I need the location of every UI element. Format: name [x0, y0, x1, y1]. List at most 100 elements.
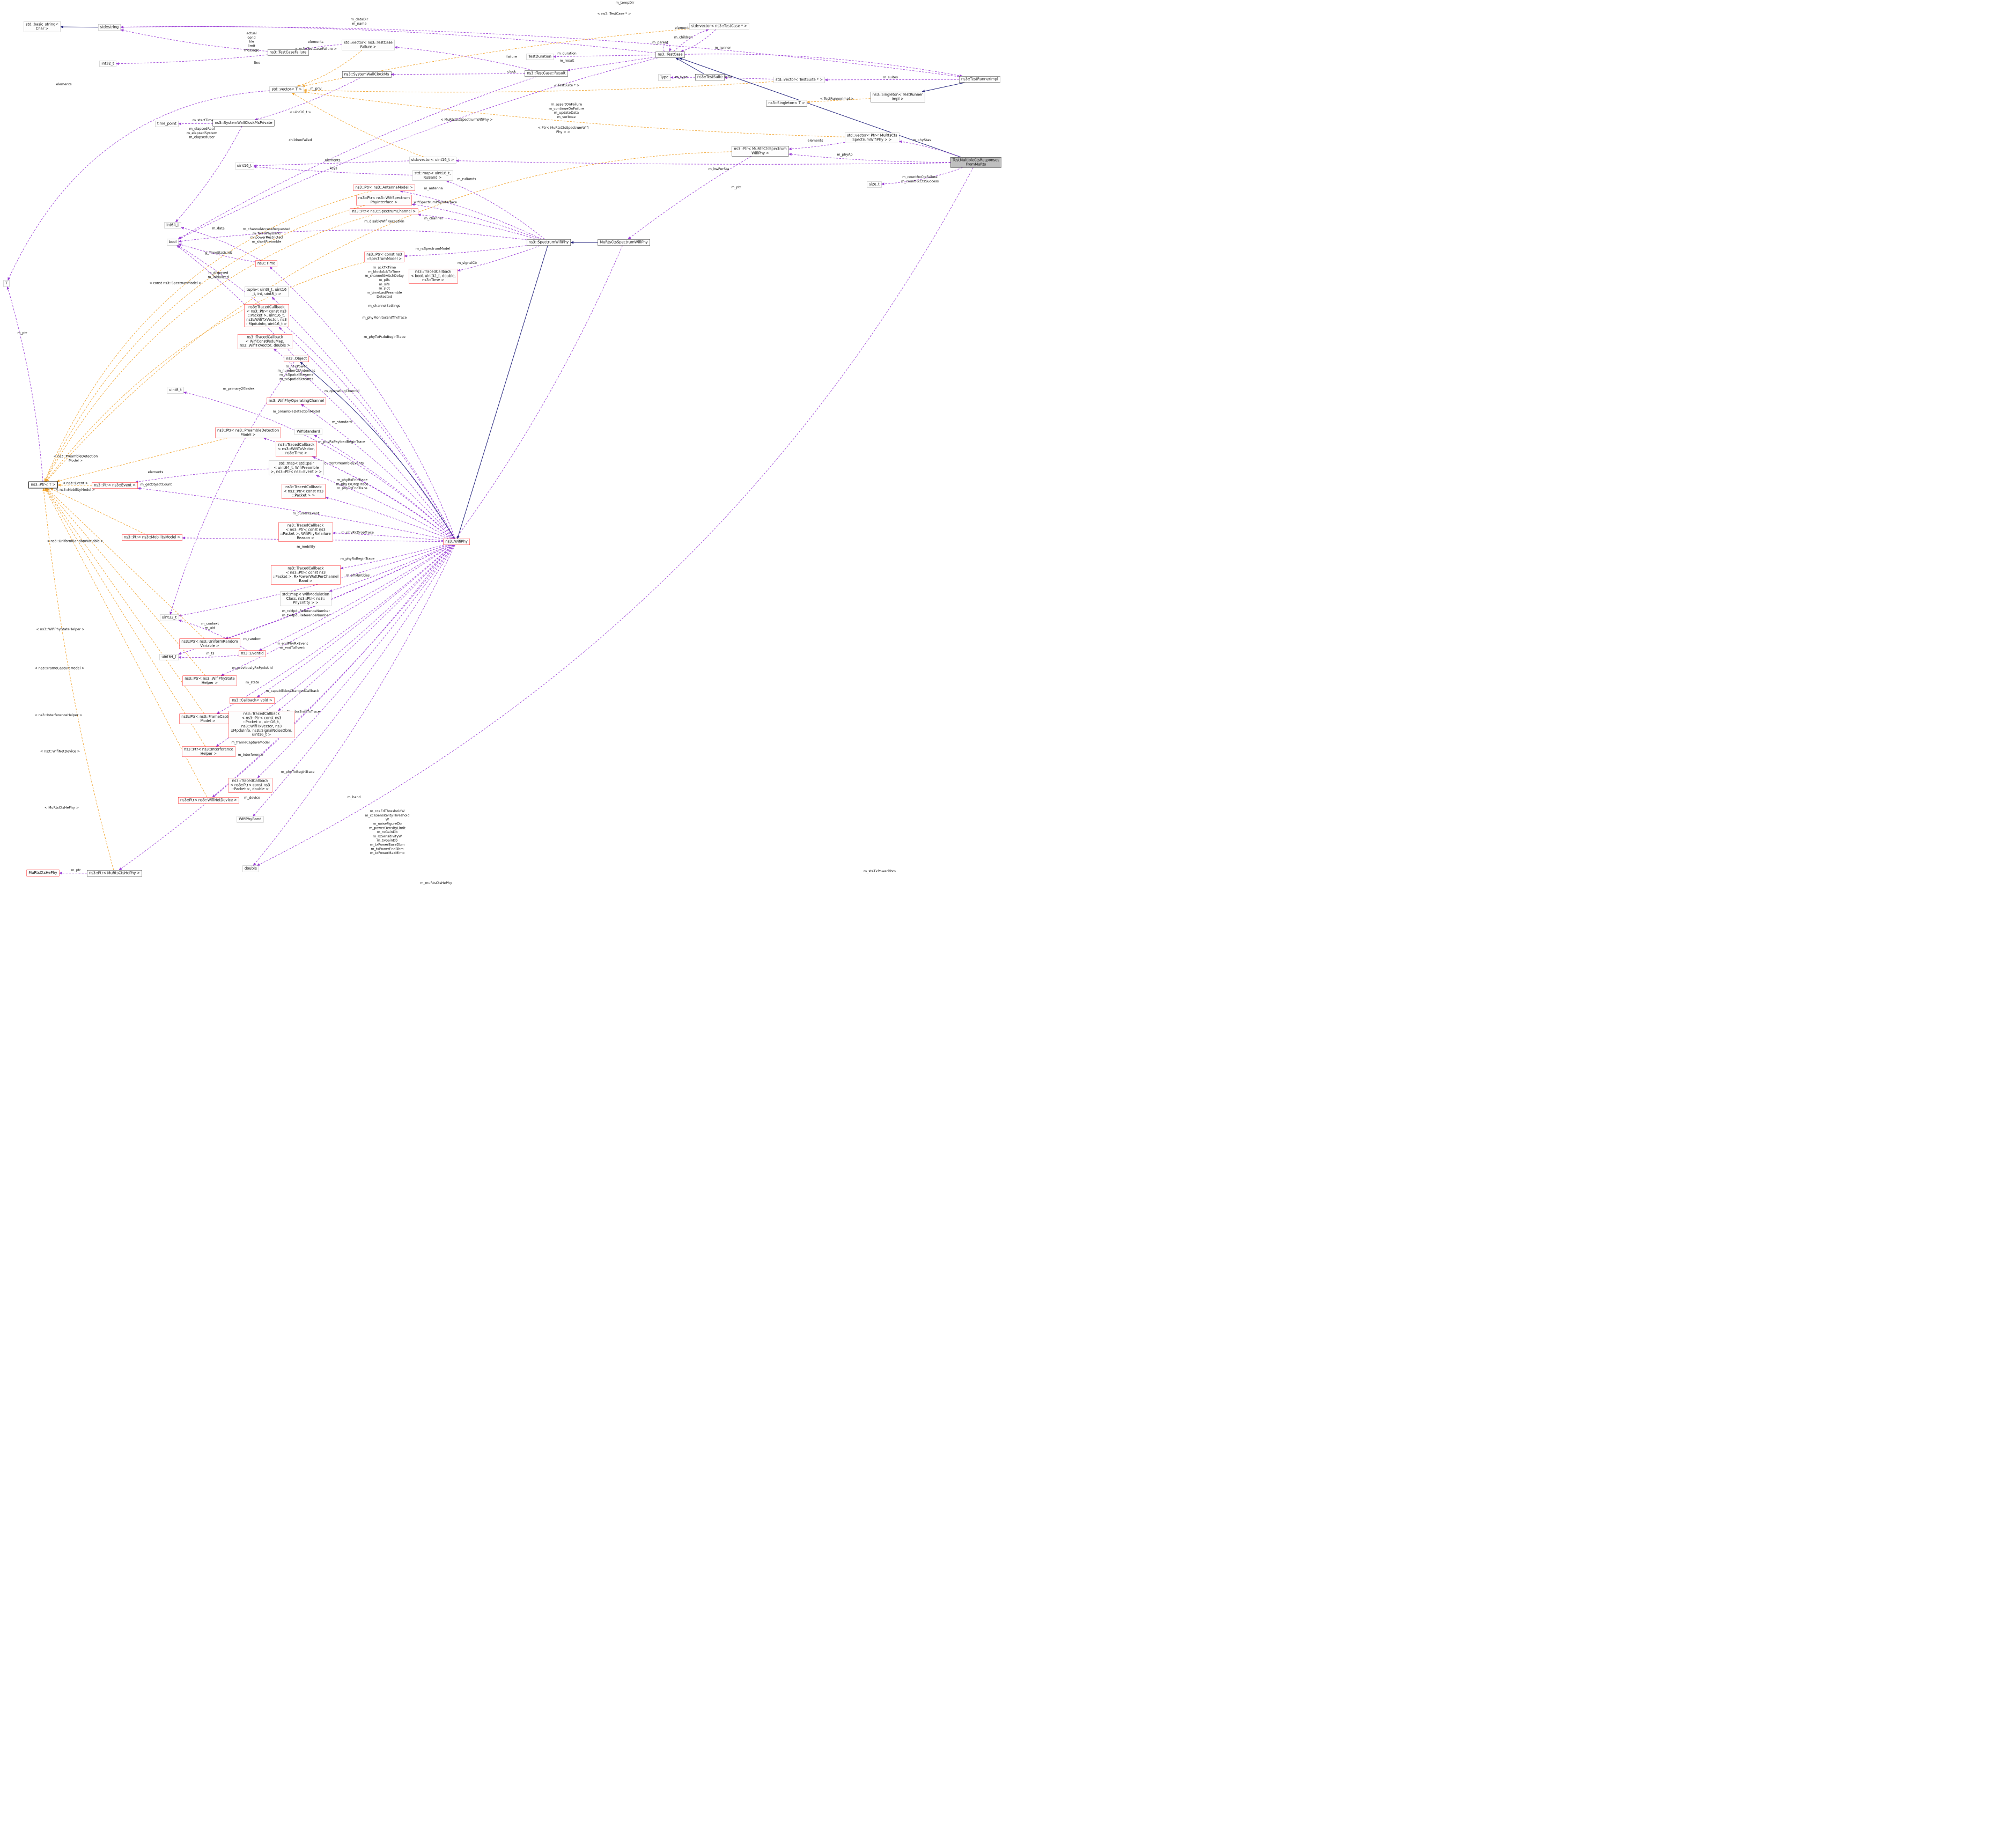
class-node-ptrPreambleDetection[interactable]: ns3::Ptr< ns3::PreambleDetection Model > — [215, 428, 282, 438]
edge-mapRuBand-to-uint16 — [253, 165, 412, 175]
edge-label: m_suites — [883, 75, 898, 79]
class-node-wifiPhy[interactable]: ns3::WifiPhy — [443, 539, 470, 545]
edge-wifiPhy-to-callbackVoid — [256, 544, 453, 698]
class-node-tcPacket[interactable]: ns3::TracedCallback < ns3::Ptr< const ns… — [281, 484, 326, 499]
class-node-ptrWifiNetDevice[interactable]: ns3::Ptr< ns3::WifiNetDevice > — [178, 797, 239, 804]
class-node-ptrFrameCapture[interactable]: ns3::Ptr< ns3::FrameCapture Model > — [179, 713, 237, 725]
class-node-wifiPhyBand[interactable]: WifiPhyBand — [237, 816, 264, 823]
class-node-ptrWifiPhyStateHelper[interactable]: ns3::Ptr< ns3::WifiPhyState Helper > — [182, 675, 237, 687]
edge-wifiPhy-to-ptrWifiPhyStateHelper — [220, 544, 452, 676]
class-node-singletonTRI[interactable]: ns3::Singleton< TestRunner Impl > — [870, 92, 925, 102]
edge-label: m_context m_uid — [201, 621, 219, 630]
class-node-ptrWifiSpectrumPI[interactable]: ns3::Ptr< ns3::WifiSpectrum PhyInterface… — [356, 195, 412, 206]
edge-label: < MuRtsCtsSpectrumWifiPhy > — [440, 117, 493, 122]
class-node-testMultiple[interactable]: TestMultipleCtsResponses FromMuRts — [950, 157, 1001, 168]
edge-label: m_mobility — [297, 544, 315, 549]
class-node-tcRxFailure[interactable]: ns3::TracedCallback < ns3::Ptr< const ns… — [278, 522, 333, 542]
edge-label: < ns3::PreambleDetection Model > — [53, 454, 98, 462]
class-node-int64[interactable]: int64_t — [164, 222, 181, 229]
class-node-tcPacketDouble[interactable]: ns3::TracedCallback < ns3::Ptr< const ns… — [228, 778, 272, 793]
class-node-mapPair[interactable]: std::map< std::pair < uint64_t, WifiPrea… — [268, 460, 325, 475]
class-node-uint32[interactable]: uint32_t — [159, 614, 179, 621]
edge-label: < Ptr< MuRtsCtsSpectrumWifi Phy > > — [537, 126, 589, 134]
class-node-type[interactable]: Type — [658, 74, 671, 81]
class-node-tcPsdu[interactable]: ns3::TracedCallback < WifiConstPsduMap, … — [238, 334, 293, 349]
edge-label: < ns3::FrameCaptureModel > — [34, 666, 85, 671]
edge-wifiPhy-to-uint8 — [183, 391, 453, 539]
class-node-muRtsCtsHePhy[interactable]: MuRtsCtsHePhy — [26, 870, 60, 877]
class-node-uint64[interactable]: uint64_t — [159, 654, 179, 660]
class-node-vecTestCasePtr[interactable]: std::vector< ns3::TestCase * > — [689, 23, 749, 30]
class-node-sysWallClockMs[interactable]: ns3::SystemWallClockMs — [342, 71, 392, 78]
class-node-testCaseFailure[interactable]: ns3::TestCaseFailure — [267, 49, 309, 56]
class-node-int32[interactable]: int32_t — [99, 61, 116, 67]
class-node-tcRxPower[interactable]: ns3::TracedCallback < ns3::Ptr< const ns… — [271, 565, 341, 585]
class-node-ptrMuRtsCtsSWP[interactable]: ns3::Ptr< MuRtsCtsSpectrum WifiPhy > — [732, 146, 789, 157]
edge-vecUint16-to-vecT — [291, 92, 424, 157]
edge-label: m_elapsedReal m_elapsedSystem m_elapsedU… — [187, 127, 217, 139]
class-node-testCase[interactable]: ns3::TestCase — [655, 51, 685, 58]
class-node-vecTestCaseFailure[interactable]: std::vector< ns3::TestCase Failure > — [342, 40, 395, 50]
class-node-ptrUniformRandom[interactable]: ns3::Ptr< ns3::UniformRandom Variable > — [179, 638, 240, 650]
edge-label: m_operatingChannel — [324, 389, 360, 393]
edge-label: m_result — [559, 58, 574, 63]
edge-label: m_channelAccessRequested m_fixedPhyBand … — [242, 227, 291, 244]
class-node-ptrEvent[interactable]: ns3::Ptr< ns3::Event > — [92, 482, 138, 489]
edge-vecT-to-T_box — [8, 90, 270, 281]
class-node-tuple[interactable]: tuple< uint8_t, uint16 _t, int, uint8_t … — [244, 286, 289, 298]
class-node-objectN[interactable]: ns3::Object — [284, 356, 309, 362]
class-node-spectrumWifiPhy[interactable]: ns3::SpectrumWifiPhy — [526, 239, 571, 246]
edge-wifiPhy-to-tcSniffRx — [278, 544, 454, 711]
edge-label: g_TimeStaticInit — [205, 251, 232, 255]
class-node-T_box[interactable]: T — [3, 280, 10, 287]
class-node-callbackVoid[interactable]: ns3::Callback< void > — [230, 697, 275, 704]
class-node-ptrMuRtsCtsHePhy[interactable]: ns3::Ptr< MuRtsCtsHePhy > — [87, 870, 143, 877]
class-node-vecTestSuitePtr[interactable]: std::vector< TestSuite * > — [773, 77, 825, 83]
edge-ptrFrameCapture-to-ptrT — [45, 488, 205, 714]
class-node-boolN[interactable]: bool — [166, 239, 179, 246]
edge-label: m_phyMonitorSniffTxTrace — [362, 315, 407, 320]
class-node-doubleN[interactable]: double — [242, 865, 260, 872]
class-node-tcBool[interactable]: ns3::TracedCallback < bool, uint32_t, do… — [408, 269, 458, 284]
class-node-testCaseResult[interactable]: ns3::TestCase::Result — [525, 70, 568, 77]
class-node-basicString[interactable]: std::basic_string< Char > — [24, 21, 61, 32]
edge-label: keys — [329, 166, 337, 171]
class-node-ptrInterference[interactable]: ns3::Ptr< ns3::Interference Helper > — [182, 746, 235, 757]
edge-testCaseResult-to-boolN — [178, 76, 537, 240]
class-node-uint16[interactable]: uint16_t — [234, 163, 254, 170]
class-node-wifiPhyOpChannel[interactable]: ns3::WifiPhyOperatingChannel — [267, 397, 327, 404]
class-node-eventId[interactable]: ns3::EventId — [239, 650, 266, 657]
class-node-tcTxVectorTime[interactable]: ns3::TracedCallback < ns3::WifiTxVector,… — [276, 441, 317, 457]
class-node-ptrMobility[interactable]: ns3::Ptr< ns3::MobilityModel > — [122, 534, 183, 541]
class-node-wifiStandard[interactable]: WifiStandard — [294, 429, 322, 435]
class-node-testRunnerImpl[interactable]: ns3::TestRunnerImpl — [959, 76, 1000, 83]
edge-ptrMobility-to-ptrT — [50, 488, 146, 535]
class-node-vecUint16[interactable]: std::vector< uint16_t > — [409, 157, 456, 164]
class-node-ptrConstSpectrumModel[interactable]: ns3::Ptr< const ns3 ::SpectrumModel > — [364, 252, 404, 262]
class-node-singletonT[interactable]: ns3::Singleton< T > — [766, 100, 807, 107]
class-node-testSuite[interactable]: ns3::TestSuite — [695, 74, 725, 80]
class-node-stdString[interactable]: std::string — [98, 24, 121, 31]
class-node-timeN[interactable]: ns3::Time — [255, 260, 278, 267]
class-node-sizeT[interactable]: size_t — [867, 181, 882, 188]
edge-label: < ns3::InterferenceHelper > — [34, 713, 83, 717]
class-node-mapModClass[interactable]: std::map< WifiModulation Class, ns3::Ptr… — [280, 591, 331, 606]
edge-ptrMuRtsCtsHePhy-to-ptrT — [42, 488, 114, 871]
edge-label: < ns3::TestCaseFailure > — [294, 47, 337, 51]
class-node-mapRuBand[interactable]: std::map< uint16_t, RuBand > — [412, 170, 453, 181]
class-node-tcSniffTx[interactable]: ns3::TracedCallback < ns3::Ptr< const ns… — [244, 304, 289, 328]
edge-spectrumWifiPhy-to-wifiPhy — [456, 245, 548, 539]
class-node-vecPtrMuRtsCts[interactable]: std::vector< Ptr< MuRtsCts SpectrumWifiP… — [845, 132, 899, 143]
class-node-timePoint[interactable]: time_point — [155, 121, 179, 127]
class-node-ptrAntenna[interactable]: ns3::Ptr< ns3::AntennaModel > — [353, 185, 415, 191]
class-node-uint8[interactable]: uint8_t — [167, 387, 184, 394]
class-node-muRtsCtsSWP[interactable]: MuRtsCtsSpectrumWifiPhy — [598, 239, 650, 246]
class-node-tcSniffRx[interactable]: ns3::TracedCallback < ns3::Ptr< const ns… — [228, 711, 294, 738]
class-node-testDuration[interactable]: TestDuration — [526, 54, 554, 60]
class-node-ptrSpectrumChannel[interactable]: ns3::Ptr< ns3::SpectrumChannel > — [350, 208, 418, 215]
edge-spectrumWifiPhy-to-tcBool — [457, 245, 540, 272]
class-node-vecT[interactable]: std::vector< T > — [269, 86, 304, 93]
edge-label: < ns3::Event > — [62, 481, 89, 485]
class-node-ptrT[interactable]: ns3::Ptr< T > — [28, 481, 58, 489]
class-node-sysWCMsPrivate[interactable]: ns3::SystemWallClockMsPrivate — [212, 120, 275, 127]
